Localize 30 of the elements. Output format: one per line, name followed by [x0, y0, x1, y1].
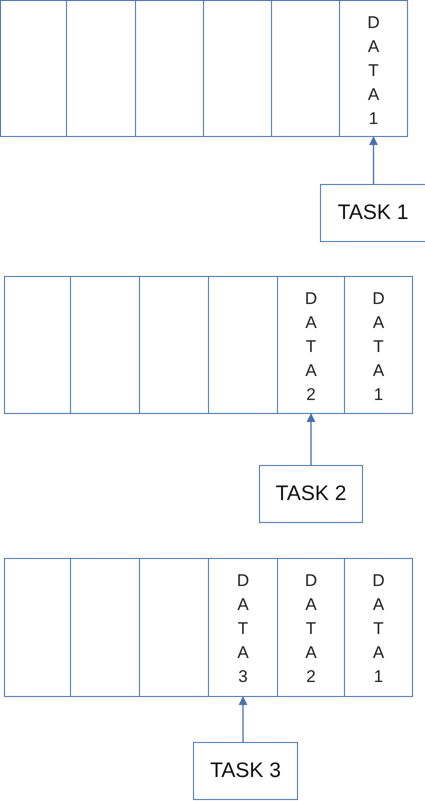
queue-slot: [203, 0, 272, 137]
queue-slot: [135, 0, 204, 137]
queue-slot: [208, 558, 278, 697]
queue-slot: [277, 558, 345, 697]
queue-slot: [70, 276, 140, 414]
task-box: TASK 2: [259, 465, 363, 523]
data-label: DATA1: [366, 12, 381, 130]
task-box: TASK 1: [320, 184, 425, 242]
queue-slot: [344, 276, 413, 414]
queue-slot: [4, 276, 71, 414]
queue-slot: [0, 0, 67, 137]
data-label: DATA1: [371, 288, 386, 406]
data-label: DATA1: [371, 570, 386, 688]
arrow: [306, 413, 316, 465]
data-label: DATA3: [236, 570, 250, 688]
queue-slot: [271, 0, 340, 137]
queue-slot: [139, 276, 209, 414]
queue-slot: [4, 558, 71, 697]
queue-slot: [70, 558, 140, 697]
data-label: DATA2: [304, 288, 318, 406]
queue-slot: [139, 558, 209, 697]
queue-slot: [277, 276, 345, 414]
arrow: [238, 696, 248, 742]
queue-slot: [344, 558, 413, 697]
arrow: [369, 136, 378, 184]
queue-slot: [208, 276, 278, 414]
queue-slot: [339, 0, 408, 137]
data-label: DATA2: [304, 570, 318, 688]
queue-slot: [66, 0, 136, 137]
task-box: TASK 3: [193, 742, 298, 800]
